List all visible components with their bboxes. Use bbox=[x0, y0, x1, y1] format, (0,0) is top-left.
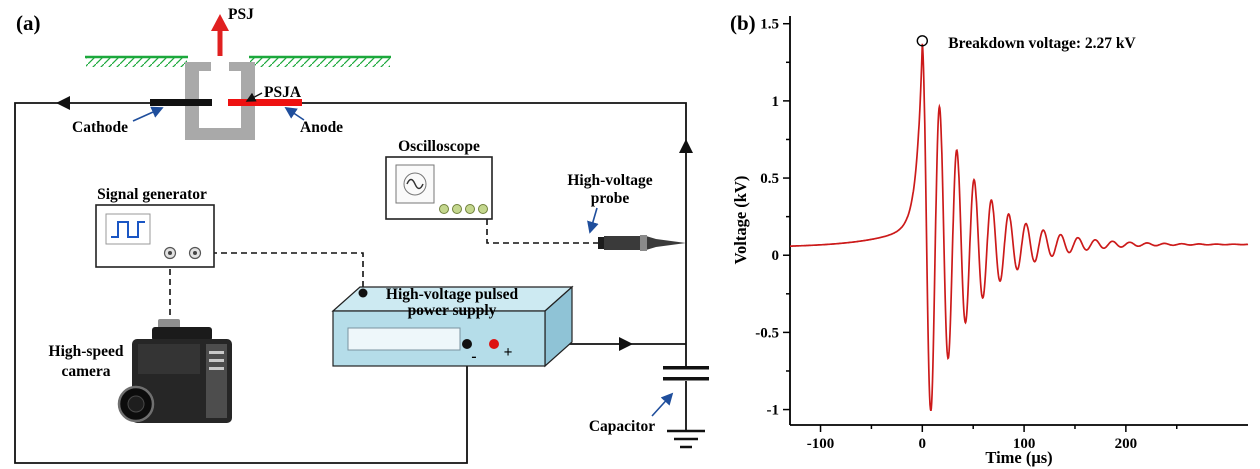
setup-diagram: (a) PSJ bbox=[14, 6, 709, 464]
y-tick-label: 0 bbox=[772, 248, 780, 264]
psj-jet-arrow-icon bbox=[211, 14, 229, 56]
negative-terminal-icon bbox=[462, 339, 472, 349]
trigger-terminal-icon bbox=[358, 288, 368, 298]
y-tick-label: 1.5 bbox=[760, 17, 779, 33]
panel-b-label: (b) bbox=[730, 11, 756, 35]
ground-surface bbox=[85, 55, 391, 67]
negative-terminal-label: - bbox=[471, 348, 476, 365]
sine-wave-icon bbox=[406, 178, 424, 190]
anode-pointer-arrow-icon bbox=[284, 107, 305, 121]
camera-label-line2: camera bbox=[61, 363, 110, 380]
hv-probe-icon bbox=[598, 235, 686, 251]
cathode-label: Cathode bbox=[72, 119, 128, 136]
signal-generator bbox=[95, 204, 215, 268]
display-slot bbox=[347, 327, 461, 351]
y-tick-label: 0.5 bbox=[760, 171, 779, 187]
breakdown-marker-icon bbox=[916, 35, 929, 47]
circuit-wires bbox=[14, 102, 687, 464]
oscilloscope-label: Oscilloscope bbox=[398, 138, 480, 155]
hv-probe-label-line2: probe bbox=[591, 190, 630, 207]
capacitor-symbol bbox=[663, 366, 709, 381]
current-direction-arrow-icons bbox=[56, 96, 693, 351]
breakdown-annotation: Breakdown voltage: 2.27 kV bbox=[948, 35, 1136, 52]
cathode-pointer-arrow-icon bbox=[132, 106, 164, 122]
psj-label: PSJ bbox=[228, 6, 254, 23]
oscilloscope bbox=[385, 156, 493, 220]
probe-cable-to-oscilloscope bbox=[486, 219, 606, 244]
power-supply-label-line2: power supply bbox=[408, 302, 497, 319]
x-tick-label: 200 bbox=[1115, 436, 1138, 452]
y-tick-label: -1 bbox=[767, 403, 780, 419]
hv-probe-label-line1: High-voltage bbox=[567, 172, 652, 189]
trigger-cable-to-supply bbox=[201, 252, 364, 288]
x-tick-label: 0 bbox=[919, 436, 927, 452]
probe-pointer-arrow-icon bbox=[587, 207, 599, 234]
psja-pointer-arrow-icon bbox=[245, 92, 263, 102]
voltage-waveform bbox=[790, 43, 1249, 412]
signal-generator-label: Signal generator bbox=[97, 186, 207, 203]
positive-terminal-label: + bbox=[504, 344, 513, 361]
x-tick-label: 100 bbox=[1013, 436, 1036, 452]
y-axis-ticks: 1.5 1 0.5 0 -0.5 -1 bbox=[755, 17, 790, 419]
y-tick-label: -0.5 bbox=[755, 325, 779, 341]
y-tick-label: 1 bbox=[772, 94, 780, 110]
ground-symbol bbox=[667, 429, 705, 449]
voltage-chart: (b) 1.5 1 0.5 0 -0.5 -1 -100 0 100 200 Breakdown… bbox=[730, 11, 1249, 467]
x-axis-title: Time (μs) bbox=[985, 448, 1052, 467]
psja-label: PSJA bbox=[264, 84, 302, 101]
camera-label-line1: High-speed bbox=[49, 343, 124, 360]
power-supply: - + bbox=[331, 285, 574, 368]
anode-electrode bbox=[228, 99, 302, 106]
x-tick-label: -100 bbox=[807, 436, 835, 452]
x-axis-ticks: -100 0 100 200 bbox=[807, 425, 1178, 452]
positive-terminal-icon bbox=[489, 339, 499, 349]
power-supply-label-line1: High-voltage pulsed bbox=[386, 286, 519, 303]
knob-icons bbox=[163, 246, 202, 260]
capacitor-pointer-arrow-icon bbox=[651, 392, 674, 417]
indicator-led-icons bbox=[439, 204, 488, 214]
cathode-electrode bbox=[150, 99, 212, 106]
square-wave-icon bbox=[111, 221, 145, 238]
panel-a-label: (a) bbox=[16, 11, 41, 35]
y-axis-title: Voltage (kV) bbox=[731, 176, 750, 265]
anode-label: Anode bbox=[300, 119, 343, 136]
capacitor-label: Capacitor bbox=[589, 418, 655, 435]
high-speed-camera-icon bbox=[117, 319, 232, 423]
